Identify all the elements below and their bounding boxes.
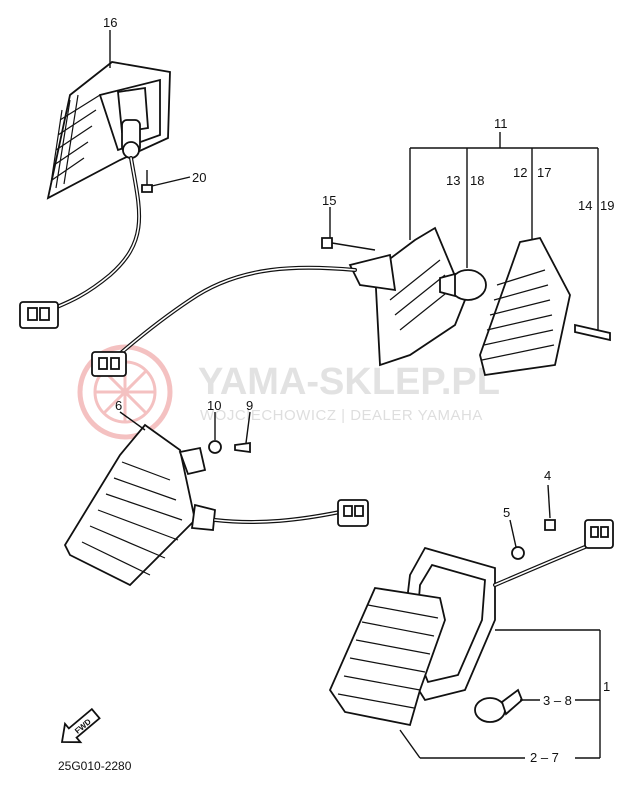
flasher-6	[63, 423, 216, 587]
lamp-assembly-16	[46, 61, 171, 200]
diagram-code: 25G010-2280	[58, 759, 132, 773]
label-15: 15	[322, 193, 336, 208]
label-4: 4	[544, 468, 551, 483]
connector-16	[19, 301, 59, 329]
lens-2	[328, 587, 446, 727]
watermark: YAMA-SKLEP.PL WOJCIECHOWICZ | DEALER YAM…	[77, 344, 500, 440]
watermark-main-text: YAMA-SKLEP.PL	[198, 361, 500, 403]
label-18: 18	[470, 173, 484, 188]
label-17: 17	[537, 165, 551, 180]
flasher-body-13	[348, 226, 466, 367]
nut-5	[511, 546, 525, 560]
wire-harness-11	[91, 265, 357, 377]
leader-lines	[109, 30, 551, 548]
label-14: 14	[578, 198, 592, 213]
fwd-arrow-icon: FWD	[60, 707, 101, 744]
label-16: 16	[103, 15, 117, 30]
wire-harness-6	[213, 499, 369, 527]
nut-10	[208, 440, 222, 454]
lens-12	[479, 236, 571, 377]
label-13: 13	[446, 173, 460, 188]
wire-harness-1	[493, 519, 614, 587]
screw-20	[141, 170, 153, 193]
screw-14	[574, 323, 611, 342]
label-9: 9	[246, 398, 253, 413]
bulb-18	[439, 269, 487, 301]
screw-9	[234, 441, 251, 454]
screw-4	[544, 519, 556, 531]
label-5: 5	[503, 505, 510, 520]
label-6: 6	[115, 398, 122, 413]
label-10: 10	[207, 398, 221, 413]
label-2-7: 2 – 7	[530, 750, 559, 765]
label-3-8: 3 – 8	[543, 693, 572, 708]
bulb-3	[474, 688, 524, 723]
label-11: 11	[494, 116, 508, 131]
screw-15	[321, 237, 376, 251]
part-labels: 16 20 11 13 18 12 17 15 14 19 6 10 9 4 5…	[103, 15, 614, 765]
label-1: 1	[603, 679, 610, 694]
label-12: 12	[513, 165, 527, 180]
connector-11	[91, 351, 127, 377]
label-19: 19	[600, 198, 614, 213]
bracket-1	[399, 629, 601, 759]
label-20: 20	[192, 170, 206, 185]
wire-harness-16	[19, 156, 142, 329]
watermark-sub-text: WOJCIECHOWICZ | DEALER YAMAHA	[200, 407, 483, 424]
bracket-11	[409, 132, 599, 330]
